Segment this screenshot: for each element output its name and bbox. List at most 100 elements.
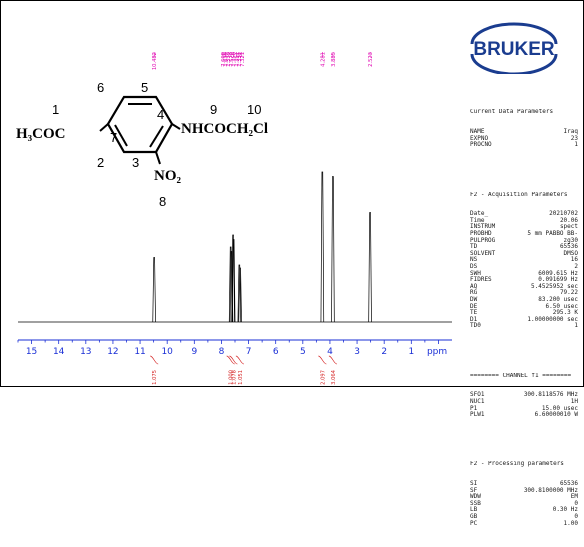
param-value: 0: [574, 513, 578, 520]
integral-curve: [328, 355, 338, 365]
x-axis-tick-label: 7: [246, 347, 252, 357]
x-axis-tick-label: 12: [107, 347, 118, 357]
param-key: PULPROG: [470, 236, 496, 244]
peak-shift-label: 7.579: [226, 52, 232, 67]
param-key: RG: [470, 289, 478, 297]
x-axis-tick-label: 5: [300, 347, 306, 357]
integral-curve: [318, 355, 327, 365]
peak-shift-label: 7.351: [234, 52, 240, 67]
x-axis-tick-label: 14: [53, 347, 65, 357]
atom-number: 1: [52, 102, 59, 117]
param-value: 20210702: [549, 210, 578, 218]
param-value: 1H: [570, 397, 578, 405]
param-value: 65536: [559, 243, 578, 251]
peak-shift-label: 2.523: [368, 52, 374, 67]
spectrum-peak: [228, 246, 233, 323]
atom-number: 7: [110, 130, 117, 145]
spectrum-peak: [231, 234, 235, 323]
x-axis-tick-label: 6: [273, 347, 279, 357]
integral-value: 1.078: [231, 370, 237, 385]
bond-methoxy: [99, 123, 109, 132]
integral-value: 3.064: [331, 369, 337, 385]
ring-double-bond: [114, 124, 128, 147]
param-value: EM: [570, 493, 578, 501]
atom-number: 8: [159, 194, 166, 209]
atom-number: 6: [97, 80, 104, 95]
spectrum-peak: [331, 176, 335, 323]
param-key: P1: [470, 404, 478, 412]
param-value: 79.22: [559, 289, 578, 297]
param-key: TD: [470, 243, 478, 251]
param-key: SWH: [470, 269, 481, 277]
param-row: RG 79.22: [470, 290, 578, 297]
peak-shift-label: 4.281: [320, 52, 326, 67]
bond-amide: [171, 123, 181, 130]
nitro-group: NO₂: [154, 168, 182, 184]
integral-curve: [229, 355, 238, 365]
atom-number: 4: [157, 107, 164, 122]
logo-text: BRUKER: [473, 39, 555, 60]
methoxy-group: H₃COC: [16, 126, 66, 142]
param-row: SI 65536: [470, 480, 578, 488]
param-key: EXPNO: [470, 134, 489, 142]
acquisition-params-section: F2 - Acquisition Parameters Date_2021070…: [470, 178, 578, 343]
param-key: PC: [470, 519, 478, 527]
x-axis-tick-label: 10: [161, 347, 173, 357]
param-key: LB: [470, 506, 478, 514]
param-value: spect: [559, 223, 578, 231]
param-value: 1: [574, 141, 578, 149]
param-key: TD0: [470, 322, 481, 330]
bruker-logo: BRUKER: [470, 22, 558, 74]
param-value: 83.200 usec: [538, 296, 578, 303]
param-value: 6.60000010 W: [534, 411, 578, 419]
bond-nitro: [155, 151, 161, 165]
param-row: TE 295.3 K: [470, 310, 578, 317]
x-axis-tick-label: 11: [134, 347, 145, 357]
param-value: 6009.615 Hz: [538, 269, 578, 277]
atom-number: 9: [210, 102, 217, 117]
param-key: DE: [470, 302, 478, 310]
param-value: Iraq: [563, 128, 578, 136]
param-value: 23: [570, 134, 578, 142]
integral-curve: [150, 355, 159, 365]
param-value: 300.8100000 MHz: [523, 486, 578, 494]
param-key: Time: [470, 216, 485, 224]
param-key: TE: [470, 309, 478, 317]
x-axis-label: ppm: [427, 347, 447, 357]
param-key: NUC1: [470, 397, 485, 405]
molecule-structure: H₃COC NHCOCH₂Cl NO₂ 1 6 5 7 4 9 10 2 3 8: [16, 80, 268, 209]
x-axis-tick-label: 15: [26, 347, 37, 357]
param-value: 295.3 K: [552, 309, 578, 317]
param-value: 2: [574, 263, 578, 271]
peak-shift-label: 3.885: [331, 52, 337, 67]
atom-number: 2: [97, 155, 104, 170]
integral-curve: [226, 355, 235, 365]
param-key: SF: [470, 486, 478, 494]
param-row: P1 15.00 usec: [470, 404, 578, 413]
section-header: ======== CHANNEL f1 ========: [470, 372, 572, 379]
section-header: Current Data Parameters: [470, 109, 554, 116]
section-header: F2 - Processing parameters: [470, 461, 564, 468]
param-key: DW: [470, 296, 478, 303]
ring-double-bond: [149, 125, 164, 148]
spectrum-peak: [231, 239, 236, 323]
param-key: SI: [470, 480, 478, 488]
param-key: NAME: [470, 128, 485, 136]
integral-value: 2.097: [320, 370, 326, 385]
param-value: 65536: [559, 480, 578, 488]
param-value: 15.00 usec: [541, 404, 578, 412]
